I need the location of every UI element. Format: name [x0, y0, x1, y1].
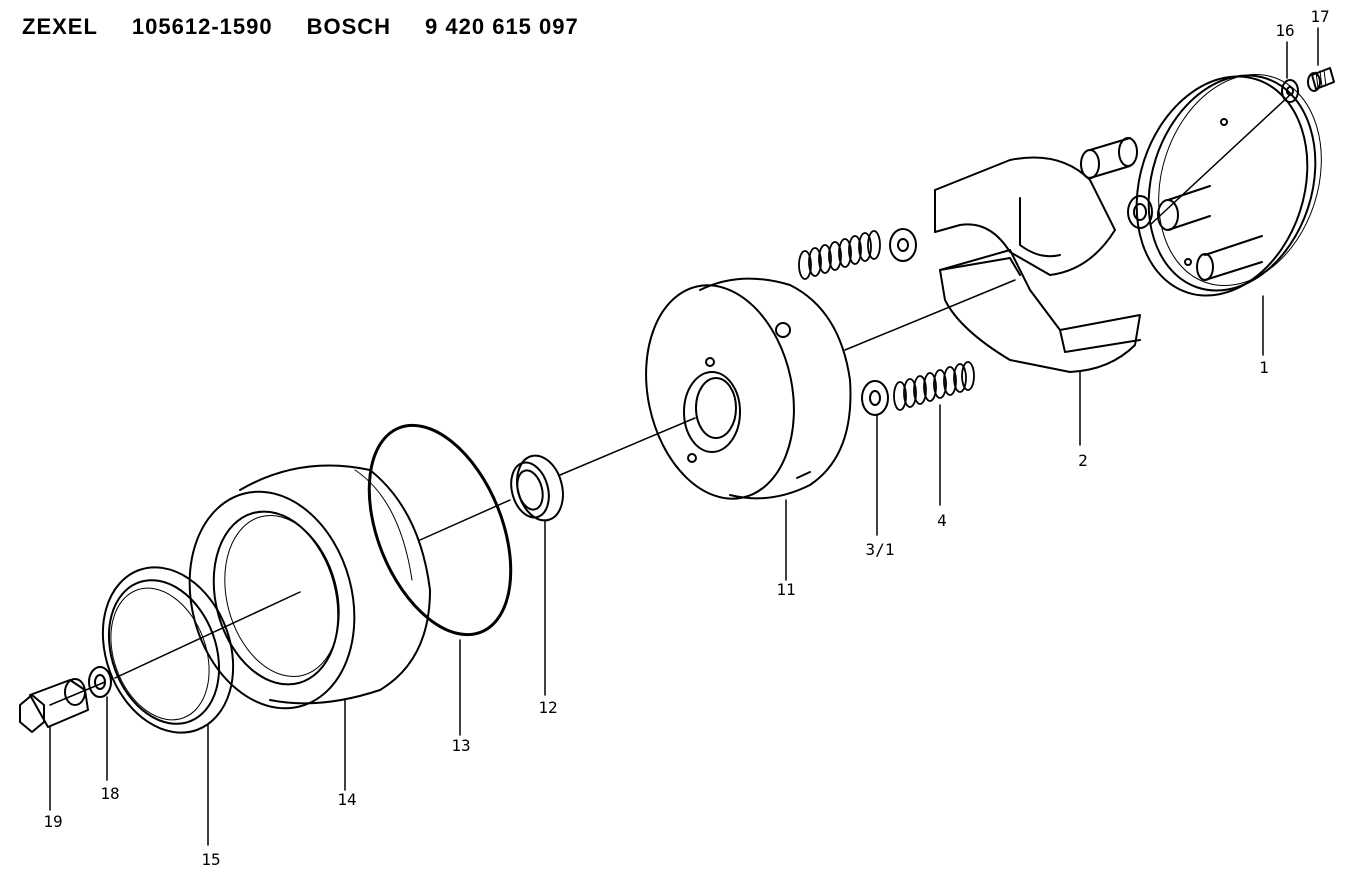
diagram-header: ZEXEL 105612-1590 BOSCH 9 420 615 097	[22, 10, 579, 44]
part-3-washer	[861, 228, 917, 536]
brand-zexel: ZEXEL	[22, 14, 98, 39]
label-part-19: 19	[43, 812, 63, 831]
label-part-2: 2	[1078, 451, 1088, 470]
part-11-hub	[645, 277, 852, 581]
part-19-plug	[19, 678, 89, 811]
label-part-12: 12	[538, 698, 558, 717]
part-number-zexel: 105612-1590	[131, 14, 273, 39]
brand-bosch: BOSCH	[306, 14, 392, 39]
label-part-11: 11	[776, 580, 796, 599]
part-12-seal	[510, 454, 564, 696]
label-part-13: 13	[451, 736, 471, 755]
label-part-1: 1	[1259, 358, 1269, 377]
part-13-o-ring	[367, 423, 513, 736]
part-18-washer	[88, 666, 112, 781]
label-part-4: 4	[937, 511, 947, 530]
part-15-ring	[101, 566, 235, 846]
label-part-15: 15	[201, 850, 221, 869]
assembly-axis-line	[49, 94, 1291, 706]
part-1-flange	[1080, 73, 1322, 356]
label-part-17: 17	[1310, 7, 1330, 26]
label-part-16: 16	[1275, 21, 1295, 40]
part-16-washer	[1281, 41, 1299, 103]
part-14-housing	[188, 464, 431, 791]
label-part-18: 18	[100, 784, 120, 803]
part-17-screw	[1307, 27, 1335, 92]
part-4-springs	[798, 230, 975, 506]
label-part-3-1: 3/1	[865, 540, 895, 559]
label-part-14: 14	[337, 790, 357, 809]
part-2-flyweights	[934, 156, 1141, 446]
part-number-bosch: 9 420 615 097	[425, 14, 579, 39]
